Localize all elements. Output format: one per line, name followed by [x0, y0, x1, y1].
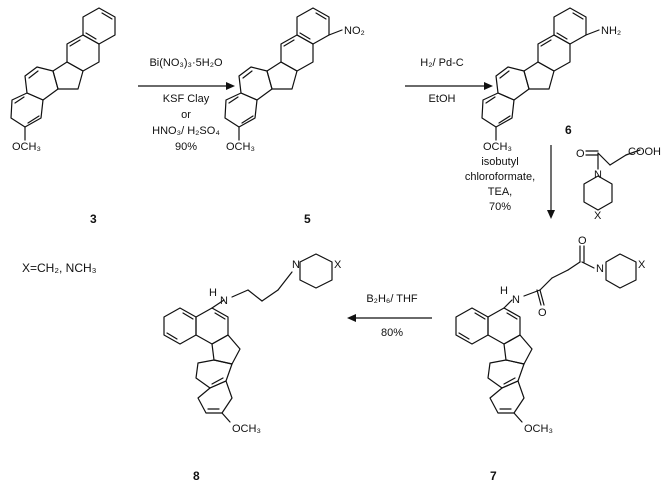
reagent-ring-n: N: [594, 169, 602, 181]
compound-8-ring-n: N: [292, 259, 300, 271]
compound-7-amide-h: H: [500, 285, 508, 297]
compound-5-structure: [224, 7, 343, 141]
step1-or: or: [181, 109, 191, 121]
compound-7-structure: [455, 245, 637, 423]
step4-reagent: B₂H₆/ THF: [366, 293, 418, 305]
step1-reagent-1: Bi(NO₃)₃·5H₂O: [149, 57, 223, 69]
step3-base: TEA,: [488, 186, 512, 198]
compound-7-ring-n: N: [596, 263, 604, 275]
compound-3-structure: [10, 7, 116, 141]
compound-5-number: 5: [304, 212, 311, 226]
step4-yield: 80%: [381, 327, 403, 339]
reagent-structure: [583, 149, 641, 211]
compound-8-amine-h: H: [209, 287, 217, 299]
compound-3-methoxy: OCH₃: [12, 141, 41, 153]
compound-7-amide-o: O: [538, 307, 547, 319]
reagent-cooh: COOH: [628, 146, 661, 158]
compound-3-number: 3: [90, 212, 97, 226]
compound-6-methoxy: OCH₃: [483, 141, 512, 153]
compound-6-structure: [481, 7, 600, 141]
compound-7-amide-n: N: [512, 294, 520, 306]
compound-8-structure: [163, 253, 333, 423]
reagent-ring-x: X: [594, 210, 602, 222]
reagent-carbonyl-o: O: [576, 148, 585, 160]
compound-5-nitro: NO₂: [344, 25, 365, 37]
compound-7-methoxy: OCH₃: [524, 423, 553, 435]
compound-8-methoxy: OCH₃: [232, 423, 261, 435]
x-definition: X=CH₂, NCH₃: [22, 261, 97, 275]
step2-arrow: [405, 82, 493, 90]
compound-8-ring-x: X: [334, 259, 342, 271]
step4-arrow: [347, 314, 432, 322]
step2-solvent: EtOH: [429, 93, 456, 105]
step3-arrow: [547, 145, 555, 219]
compound-6-amine: NH₂: [601, 25, 621, 37]
compound-7-ring-x: X: [638, 259, 646, 271]
step1-arrow: [138, 82, 235, 90]
compound-8-number: 8: [193, 469, 200, 483]
step2-reagent-1: H₂/ Pd-C: [420, 57, 463, 69]
step1-reagent-3: HNO₃/ H₂SO₄: [152, 125, 220, 137]
step3-reagent-2: chloroformate,: [465, 171, 535, 183]
step3-reagent-1: isobutyl: [481, 156, 518, 168]
compound-8-amine-n: N: [220, 295, 228, 307]
compound-7-keto-o: O: [578, 235, 587, 247]
step1-yield: 90%: [175, 141, 197, 153]
compound-6-number: 6: [565, 123, 572, 137]
compound-7-number: 7: [490, 469, 497, 483]
compound-5-methoxy: OCH₃: [226, 141, 255, 153]
step3-yield: 70%: [489, 201, 511, 213]
step1-reagent-2: KSF Clay: [163, 93, 210, 105]
